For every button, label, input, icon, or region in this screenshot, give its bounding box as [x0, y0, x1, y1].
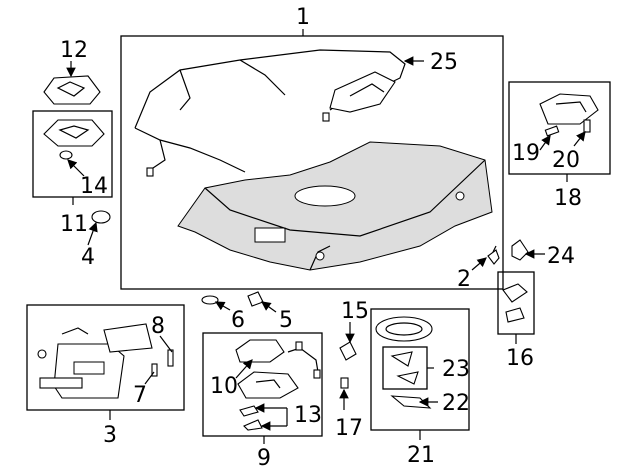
handle-cap: [505, 307, 525, 323]
callout-17: 17: [335, 416, 363, 441]
callout-6: 6: [231, 308, 245, 333]
bulb-20: [583, 119, 591, 133]
reading-lamp: [539, 93, 599, 125]
callout-22: 22: [442, 391, 470, 416]
overhead-console: [375, 316, 433, 409]
bulb-17: [340, 377, 349, 389]
grab-handle: [502, 283, 528, 303]
clip-5: [247, 291, 264, 307]
callout-5: 5: [279, 308, 293, 333]
callout-8: 8: [151, 314, 165, 339]
plug-4: [91, 210, 111, 224]
callout-19: 19: [512, 141, 540, 166]
callout-9: 9: [257, 446, 271, 471]
headliner-panel: [177, 141, 493, 271]
callout-4: 4: [81, 245, 95, 270]
leader-lines: [66, 29, 586, 444]
callout-15: 15: [341, 299, 369, 324]
callout-7: 7: [133, 383, 147, 408]
callout-18: 18: [554, 186, 582, 211]
map-lamp-group-box: [202, 332, 323, 437]
callout-23: 23: [442, 357, 470, 382]
connector-15: [339, 341, 357, 361]
callout-11: 11: [60, 212, 88, 237]
callout-2: 2: [457, 267, 471, 292]
bulb-14: [59, 150, 73, 160]
dome-lamp-housing: [43, 119, 105, 147]
callout-16: 16: [506, 346, 534, 371]
dome-lamp-bezel: [43, 75, 101, 105]
callout-3: 3: [103, 423, 117, 448]
grommet-6: [201, 295, 219, 305]
wiring-harness: [134, 49, 406, 177]
callout-1: 1: [296, 5, 310, 30]
reading-lamp-group-box: [508, 81, 611, 175]
bulb-19: [544, 125, 560, 137]
callout-14: 14: [80, 174, 108, 199]
callout-12: 12: [60, 38, 88, 63]
callout-10: 10: [210, 374, 238, 399]
callout-24: 24: [547, 244, 575, 269]
callout-21: 21: [407, 443, 435, 468]
headliner-group-box: [120, 35, 504, 290]
callout-25: 25: [430, 50, 458, 75]
callout-13: 13: [294, 403, 322, 428]
sunvisor-group-box: [26, 304, 185, 411]
clip-24: [511, 239, 529, 261]
callout-20: 20: [552, 148, 580, 173]
map-lamp: [235, 339, 321, 431]
sunvisor: [37, 323, 174, 399]
